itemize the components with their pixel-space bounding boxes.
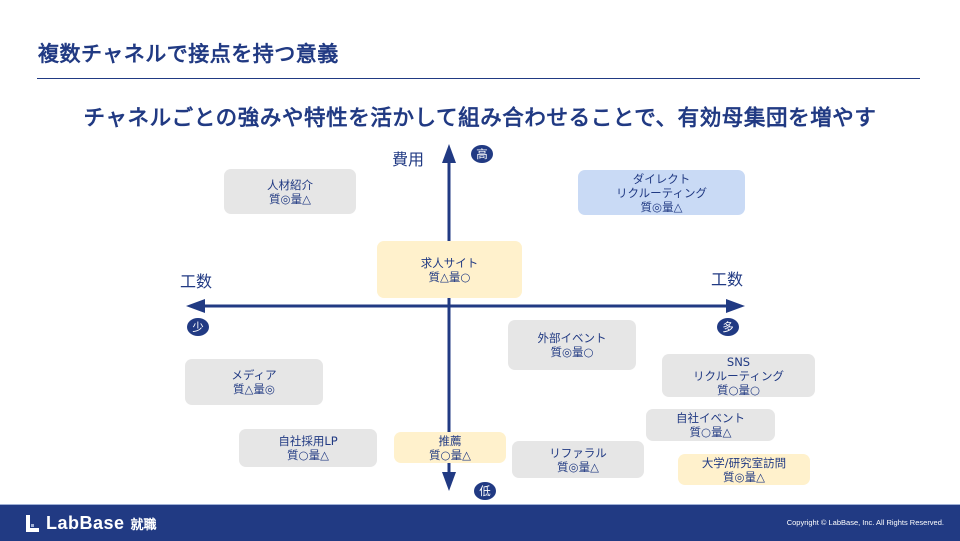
slide-title: 複数チャネルで接点を持つ意義 [38, 42, 339, 66]
slide-subtitle: チャネルごとの強みや特性を活かして組み合わせることで、有効母集団を増やす [83, 106, 877, 131]
channel-company-event: 自社イベント 質○量△ [646, 409, 775, 441]
channel-name: 人材紹介 [267, 177, 313, 192]
channel-rating: 質◎量△ [557, 459, 599, 474]
channel-name: 大学/研究室訪問 [701, 455, 787, 470]
channel-name: 自社採用LP [278, 434, 338, 448]
channel-rating: 質△量○ [428, 269, 471, 284]
labbase-logo: LabBase 就職 [26, 513, 157, 534]
axis-label-effort-left: 工数 [180, 272, 213, 291]
channel-rating: 質◎量△ [269, 191, 311, 206]
channel-name-line2: リクルーティング [616, 185, 707, 200]
channel-university-visit: 大学/研究室訪問 質◎量△ [678, 454, 810, 485]
channel-name-line1: SNS [726, 354, 751, 369]
channel-rating: 質○量○ [716, 382, 761, 397]
channel-name: 求人サイト [420, 255, 479, 270]
horizontal-axis-left-arrow [186, 299, 205, 313]
channel-name: 外部イベント [537, 331, 607, 345]
channel-direct-recruiting: ダイレクト リクルーティング 質◎量△ [578, 170, 745, 215]
channel-rating: 質◎量○ [550, 345, 594, 359]
channel-name-line2: リクルーティング [693, 368, 784, 383]
horizontal-axis-right-arrow [726, 299, 745, 313]
axis-label-cost: 費用 [392, 150, 425, 169]
channel-rating: 質△量◎ [233, 382, 275, 396]
vertical-axis-down-arrow [442, 472, 456, 491]
channel-company-lp: 自社採用LP 質○量△ [239, 429, 377, 467]
channel-name: 自社イベント [676, 411, 745, 425]
channel-name: メディア [231, 368, 277, 382]
channel-rating: 質○量△ [429, 447, 471, 462]
badge-low: 低 [474, 482, 496, 500]
channel-name: 推薦 [438, 433, 462, 448]
channel-name: リファラル [549, 445, 607, 460]
channel-rating: 質○量△ [689, 425, 732, 439]
channel-external-event: 外部イベント 質◎量○ [508, 320, 636, 370]
copyright-text: Copyright © LabBase, Inc. All Rights Res… [786, 518, 944, 527]
channel-job-site: 求人サイト 質△量○ [377, 241, 522, 298]
axis-label-effort-right: 工数 [711, 270, 744, 289]
channel-rating: 質○量△ [287, 448, 329, 462]
title-divider [37, 78, 920, 79]
badge-many: 多 [717, 318, 739, 336]
logo-subtext: 就職 [130, 518, 157, 533]
vertical-axis-up-arrow [442, 144, 456, 163]
channel-agency: 人材紹介 質◎量△ [224, 169, 356, 214]
footer-bar: LabBase 就職 Copyright © LabBase, Inc. All… [0, 504, 960, 541]
channel-referral: リファラル 質◎量△ [512, 441, 644, 478]
badge-few: 少 [187, 318, 209, 336]
channel-sns-recruiting: SNS リクルーティング 質○量○ [662, 354, 815, 397]
channel-media: メディア 質△量◎ [185, 359, 323, 405]
channel-name-line1: ダイレクト [632, 171, 691, 186]
logo-text: LabBase [46, 513, 125, 533]
logo-mark-icon [26, 515, 39, 532]
channel-rating: 質◎量△ [723, 469, 765, 484]
channel-recommendation: 推薦 質○量△ [394, 432, 506, 463]
channel-rating: 質◎量△ [640, 199, 683, 214]
badge-high: 高 [471, 145, 493, 163]
